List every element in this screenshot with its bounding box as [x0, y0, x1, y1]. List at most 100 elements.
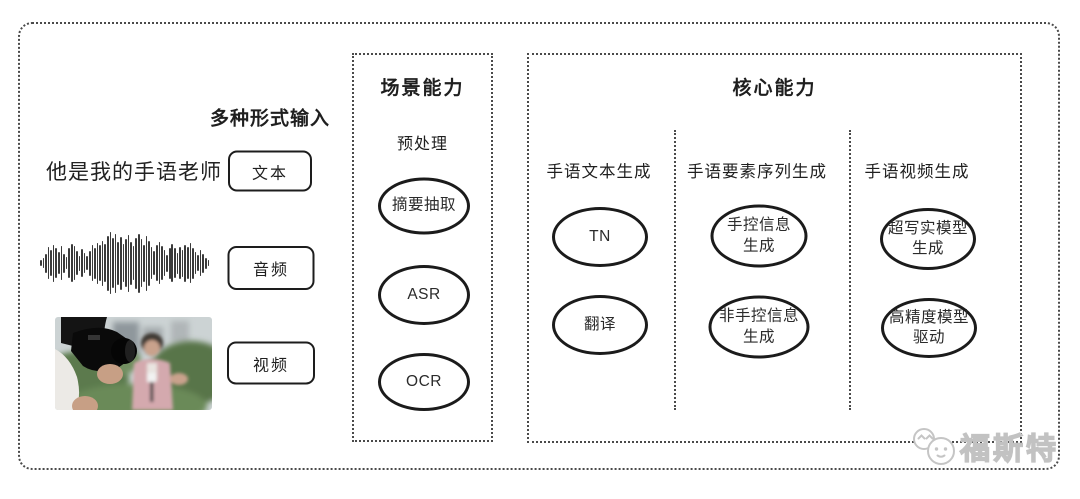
waveform-bar — [184, 244, 186, 282]
node-translation: 翻译 — [552, 295, 648, 355]
waveform-bar — [174, 248, 176, 278]
node-high-precision-model-driving-label: 高精度模型 驱动 — [888, 308, 969, 346]
waveform-bar — [94, 247, 96, 279]
waveform-bar — [197, 255, 199, 271]
waveform-bar — [192, 247, 194, 279]
audio-waveform-icon — [40, 231, 210, 295]
node-ocr: OCR — [378, 353, 470, 411]
waveform-bar — [202, 253, 205, 273]
waveform-bar — [73, 246, 76, 280]
waveform-bar — [114, 233, 117, 293]
waveform-bar — [88, 250, 91, 276]
input-type-video-box: 视频 — [227, 341, 315, 385]
waveform-bar — [65, 257, 68, 269]
waveform-bar — [42, 258, 45, 268]
waveform-bar — [78, 255, 81, 271]
waveform-bar — [140, 239, 143, 287]
watermark: 福斯特 — [910, 424, 1059, 468]
input-section-title: 多种形式输入 — [209, 108, 331, 130]
waveform-bar — [52, 244, 55, 282]
waveform-bar — [86, 256, 88, 270]
node-tn-label: TN — [589, 227, 611, 245]
waveform-bar — [112, 238, 114, 288]
input-type-video-label: 视频 — [252, 357, 289, 374]
waveform-bar — [99, 245, 101, 281]
waveform-bar — [171, 244, 174, 282]
waveform-bar — [83, 253, 86, 273]
waveform-bar — [189, 243, 192, 283]
mascot-icon — [913, 428, 955, 465]
waveform-bar — [205, 257, 207, 269]
waveform-bar — [122, 244, 125, 282]
waveform-bar — [107, 235, 109, 291]
waveform-bar — [199, 250, 202, 276]
waveform-bar — [168, 247, 171, 279]
node-hyperrealistic-model-generation-label: 超写实模型 生成 — [887, 219, 968, 257]
waveform-bar — [143, 244, 145, 282]
waveform-bar — [96, 242, 99, 284]
scene-panel-title: 场景能力 — [380, 78, 465, 99]
outer-dotted-frame — [18, 22, 1060, 470]
waveform-bar — [101, 240, 104, 286]
input-type-audio-label: 音频 — [252, 262, 289, 279]
waveform-bar — [181, 249, 184, 277]
watermark-brand-text: 福斯特 — [959, 432, 1059, 466]
node-non-manual-info-generation-label: 非手控信息 生成 — [718, 307, 799, 345]
waveform-bar — [158, 242, 161, 284]
waveform-bar — [137, 233, 140, 293]
waveform-bar — [68, 248, 70, 278]
waveform-bar — [81, 249, 83, 277]
waveform-bar — [104, 244, 107, 282]
waveform-bar — [91, 245, 94, 281]
core-column-divider-2 — [849, 130, 851, 410]
waveform-bar — [50, 250, 52, 276]
node-high-precision-model-driving: 高精度模型 驱动 — [881, 298, 977, 358]
waveform-bar — [127, 234, 130, 292]
waveform-bar — [145, 235, 148, 291]
waveform-bar — [207, 260, 210, 266]
core-column-header-element-sequence-generation: 手语要素序列生成 — [687, 163, 827, 181]
waveform-bar — [163, 250, 166, 276]
input-type-audio-box: 音频 — [227, 246, 315, 290]
node-summary-extraction: 摘要抽取 — [378, 177, 470, 235]
waveform-bar — [132, 246, 135, 280]
node-ocr-label: OCR — [406, 372, 442, 390]
core-column-header-text-generation: 手语文本生成 — [546, 163, 652, 181]
waveform-bar — [176, 252, 179, 274]
waveform-bar — [179, 247, 181, 279]
waveform-bar — [148, 240, 150, 286]
node-asr-label: ASR — [407, 285, 441, 303]
waveform-bar — [119, 236, 122, 290]
core-column-header-video-generation: 手语视频生成 — [864, 163, 970, 181]
waveform-bar — [58, 252, 60, 274]
node-summary-extraction-label: 摘要抽取 — [391, 196, 456, 214]
scene-subtitle-preprocess: 预处理 — [396, 136, 449, 153]
waveform-bar — [55, 248, 58, 278]
input-type-text-box: 文本 — [228, 150, 312, 192]
waveform-bar — [153, 251, 156, 275]
waveform-bar — [156, 245, 158, 281]
waveform-bar — [166, 254, 168, 272]
core-column-divider-1 — [674, 130, 676, 410]
node-asr: ASR — [378, 265, 470, 325]
node-hyperrealistic-model-generation: 超写实模型 生成 — [880, 208, 976, 270]
waveform-bar — [125, 239, 127, 287]
waveform-bar — [135, 237, 137, 289]
core-panel-title: 核心能力 — [732, 78, 817, 99]
waveform-bar — [63, 253, 65, 273]
video-thumbnail — [55, 317, 212, 410]
video-thumbnail-illustration — [55, 317, 212, 410]
waveform-bar — [161, 246, 163, 280]
node-manual-info-generation-label: 手控信息 生成 — [726, 216, 791, 254]
waveform-bar — [130, 241, 132, 285]
node-manual-info-generation: 手控信息 生成 — [710, 204, 808, 268]
waveform-bar — [109, 232, 112, 294]
waveform-bar — [117, 241, 119, 285]
core-capability-panel: 核心能力 手语文本生成 手语要素序列生成 手语视频生成 TN 翻译 手控信息 生… — [527, 53, 1022, 443]
node-non-manual-info-generation: 非手控信息 生成 — [708, 295, 810, 359]
node-translation-label: 翻译 — [583, 315, 616, 333]
node-tn: TN — [552, 207, 648, 267]
scene-capability-panel: 场景能力 预处理 摘要抽取 ASR OCR — [352, 53, 493, 442]
waveform-bar — [47, 247, 50, 279]
